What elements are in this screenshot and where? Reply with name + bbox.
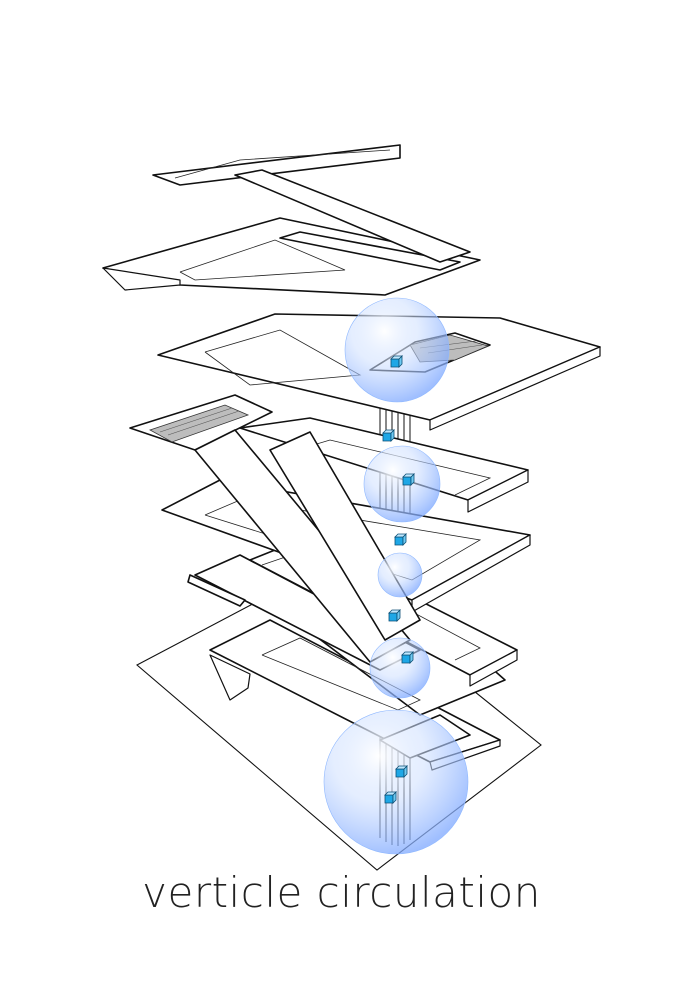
elevator-cab-8: [384, 791, 397, 804]
diagram-caption: verticle circulation: [142, 868, 541, 917]
elevator-cab-2: [382, 429, 395, 442]
elevator-cabs: [382, 355, 415, 804]
elevator-cab-7: [395, 765, 408, 778]
circulation-bubbles: [323, 297, 469, 855]
circulation-bubble-5: [323, 709, 469, 855]
circulation-bubble-3: [377, 552, 423, 598]
elevator-cab-4: [394, 533, 407, 546]
floor-slab-level-2: [102, 217, 481, 296]
elevator-cab-6: [401, 651, 414, 664]
elevator-cab-5: [388, 609, 401, 622]
elevator-cab-3: [402, 473, 415, 486]
circulation-bubble-2: [363, 445, 441, 523]
circulation-bubble-1: [344, 297, 450, 403]
elevator-cab-1: [390, 355, 403, 368]
circulation-bubble-4: [369, 637, 431, 699]
floor-slab-level-1: [152, 144, 471, 263]
